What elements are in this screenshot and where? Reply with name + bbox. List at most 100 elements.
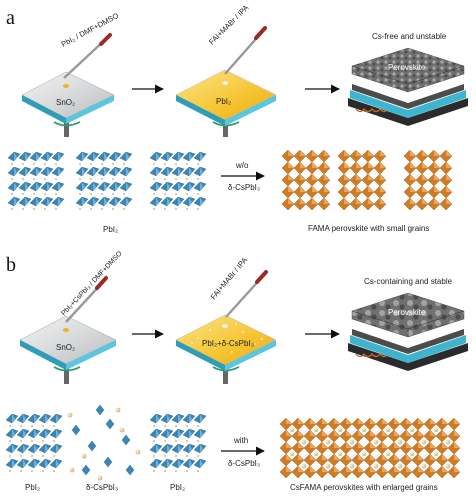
cs-cation — [337, 427, 343, 433]
cs-cation — [69, 467, 75, 473]
interlayer-molecule — [33, 178, 35, 180]
interlayer-molecule — [22, 163, 24, 165]
octahedron-facet — [25, 167, 28, 176]
octahedron-facet — [200, 459, 203, 468]
octahedron-facet — [300, 162, 306, 168]
octahedron-facet — [442, 466, 448, 472]
octahedron-facet — [346, 466, 352, 472]
cs-cation — [313, 451, 319, 457]
cs-cation — [313, 427, 319, 433]
octahedron-facet — [115, 167, 118, 176]
interlayer-molecule — [153, 425, 155, 427]
octahedron-facet — [93, 167, 96, 176]
spin-coating-stage-1: PbI₂ / DMF+DMSO SnO₂ — [21, 11, 120, 137]
transport-layer — [352, 84, 464, 109]
octahedron-facet — [312, 198, 318, 204]
interlayer-molecule — [31, 425, 33, 427]
octahedron-facet — [56, 414, 59, 423]
octahedron-facet — [422, 150, 428, 156]
crystal-label-fama: FAMA perovskite with small grains — [308, 224, 429, 233]
octahedron-facet — [446, 174, 452, 180]
octahedron-facet — [178, 197, 181, 206]
octahedron-facet — [23, 429, 26, 438]
substrate-label-1b: SnO₂ — [56, 343, 75, 352]
interlayer-molecule — [20, 440, 22, 442]
octahedron-facet — [167, 459, 170, 468]
interlayer-molecule — [175, 178, 177, 180]
octahedron-facet — [178, 182, 181, 191]
interlayer-molecule — [11, 208, 13, 210]
octahedron-facet — [312, 162, 318, 168]
octahedron-facet — [334, 430, 340, 436]
interlayer-molecule — [22, 178, 24, 180]
octahedron-facet — [36, 152, 39, 161]
octahedron-facet — [434, 150, 440, 156]
interlayer-molecule — [175, 455, 177, 457]
cs-cation — [433, 451, 439, 457]
precursor-droplet — [222, 324, 228, 328]
substrate-layer — [350, 90, 466, 118]
cs-cation — [385, 427, 391, 433]
octahedron-facet — [454, 430, 460, 436]
panel-b-letter: b — [6, 254, 16, 276]
octahedron-facet — [200, 414, 203, 423]
interlayer-molecule — [9, 470, 11, 472]
octahedron-facet — [334, 418, 340, 424]
octahedron-facet — [434, 162, 440, 168]
octahedron-facet — [14, 197, 17, 206]
octahedron-facet — [446, 150, 452, 156]
octahedron-facet — [454, 466, 460, 472]
octahedron-facet — [93, 182, 96, 191]
octahedron-facet — [442, 418, 448, 424]
octahedron-facet — [418, 442, 424, 448]
octahedron-facet — [288, 198, 294, 204]
octahedron-facet — [12, 444, 15, 453]
cs-cation — [349, 439, 355, 445]
interlayer-molecule — [33, 208, 35, 210]
cs-cation — [289, 427, 295, 433]
octahedron-facet — [368, 150, 374, 156]
interlayer-molecule — [164, 425, 166, 427]
crystal-label-b2: δ-CsPbI₃ — [86, 483, 118, 492]
cs-cation — [119, 427, 125, 433]
octahedron-facet — [430, 430, 436, 436]
octahedron-facet — [45, 444, 48, 453]
octahedron-facet — [454, 454, 460, 460]
interlayer-molecule — [197, 440, 199, 442]
octahedron-facet — [310, 466, 316, 472]
octahedron-facet — [56, 444, 59, 453]
octahedron-facet — [380, 162, 386, 168]
cs-cation — [373, 439, 379, 445]
interlayer-molecule — [197, 455, 199, 457]
octahedron-facet — [310, 430, 316, 436]
octahedron-facet — [178, 414, 181, 423]
delta-cspbi3-octahedron — [105, 418, 115, 430]
octahedron-facet — [14, 152, 17, 161]
octahedron-facet — [200, 182, 203, 191]
interlayer-molecule — [11, 178, 13, 180]
interlayer-molecule — [197, 163, 199, 165]
octahedron-facet — [324, 162, 330, 168]
interlayer-molecule — [123, 208, 125, 210]
octahedron-facet — [115, 182, 118, 191]
status-label-b: Cs-containing and stable — [364, 277, 453, 286]
octahedron-facet — [434, 174, 440, 180]
substrate-edge-left — [176, 340, 225, 371]
octahedron-facet — [14, 182, 17, 191]
octahedron-facet — [47, 182, 50, 191]
perovskite-device-stack: Perovskite Cs-free and unstable — [348, 32, 468, 126]
interlayer-molecule — [55, 178, 57, 180]
sno2-substrate — [19, 315, 117, 365]
cs-cation — [349, 463, 355, 469]
octahedron-facet — [23, 459, 26, 468]
octahedron-facet — [324, 174, 330, 180]
interlayer-molecule — [33, 163, 35, 165]
interlayer-molecule — [22, 193, 24, 195]
interlayer-molecule — [186, 178, 188, 180]
octahedron-facet — [356, 174, 362, 180]
octahedron-facet — [434, 186, 440, 192]
interlayer-molecule — [90, 193, 92, 195]
octahedron-facet — [430, 418, 436, 424]
octahedron-facet — [380, 174, 386, 180]
cs-cation — [421, 463, 427, 469]
